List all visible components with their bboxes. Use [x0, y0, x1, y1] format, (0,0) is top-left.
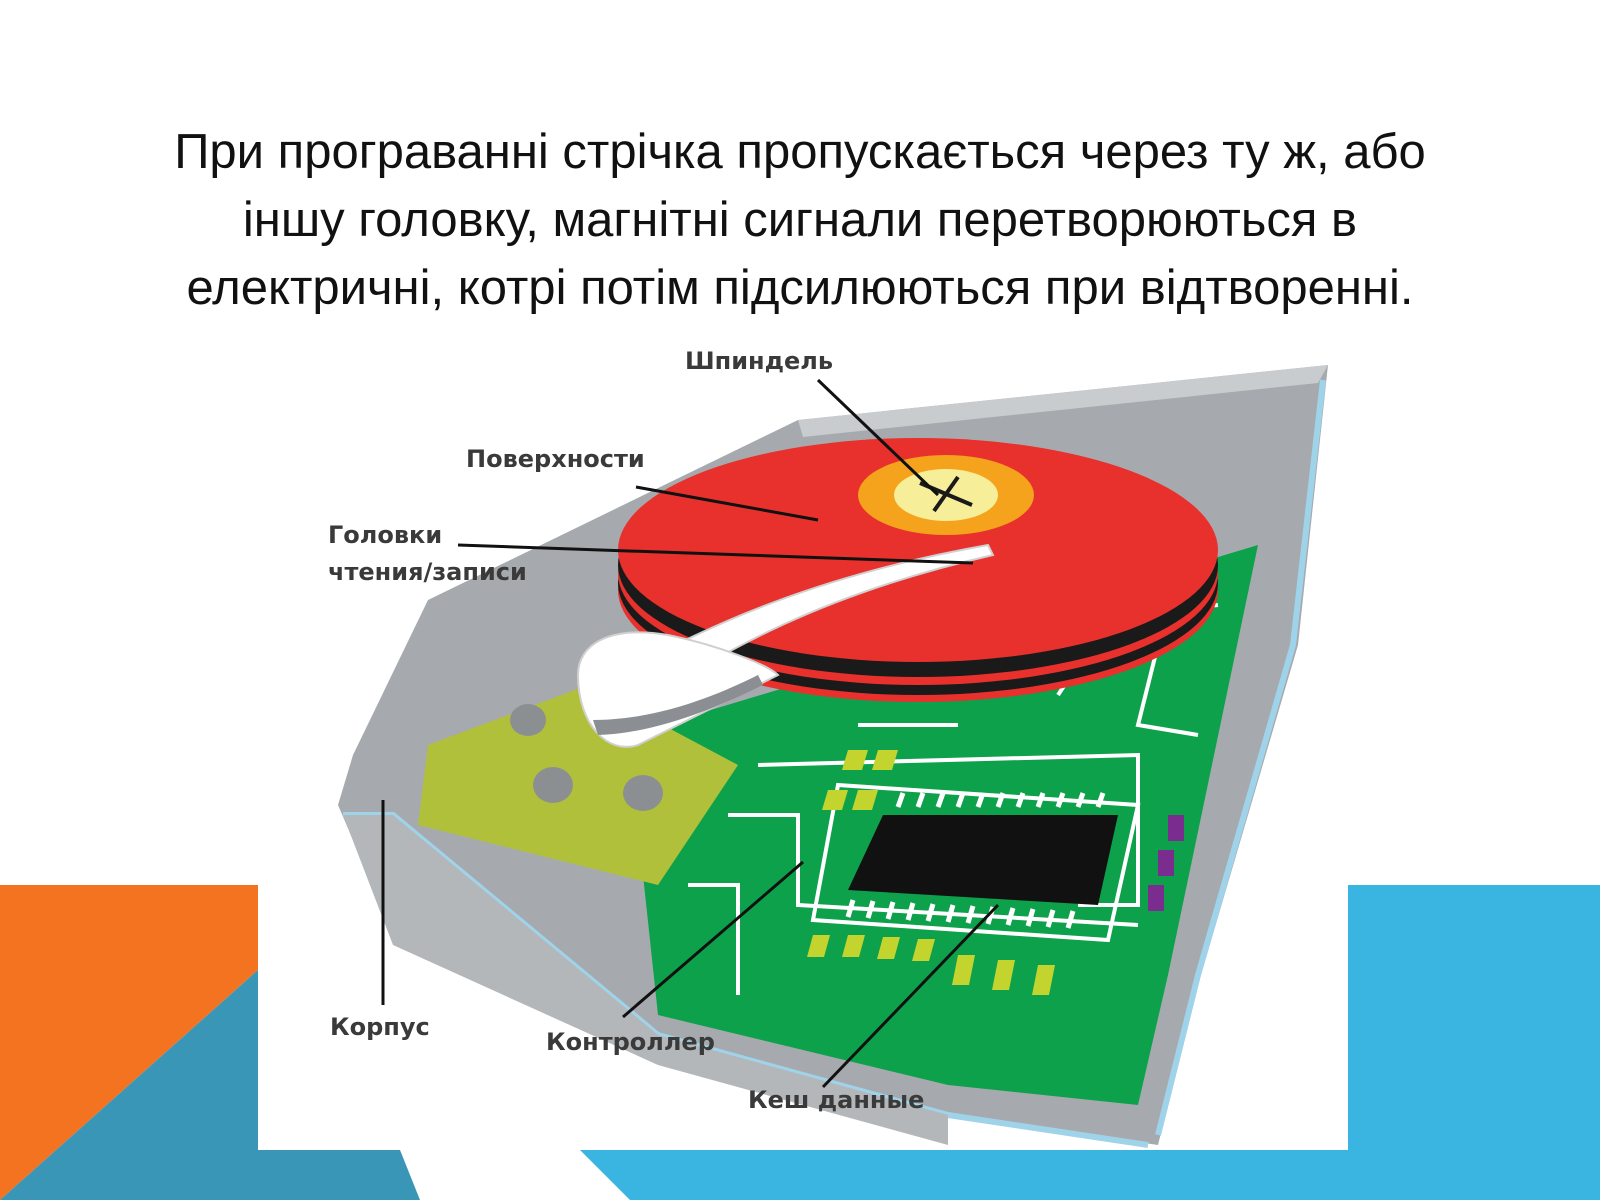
heads-leader: [457, 543, 974, 565]
purple-pads: [1148, 815, 1184, 911]
controller-leader: [622, 860, 804, 1019]
case-top-edge: [798, 365, 1328, 437]
orange-corner-shape: [0, 885, 258, 1200]
cache-leader: [821, 903, 1000, 1089]
blue-right-block: [1348, 885, 1600, 1200]
blue-band-shape: [580, 1150, 1600, 1200]
controller-label: Контроллер: [546, 1028, 715, 1056]
cache-pads: [807, 750, 1055, 995]
surfaces-leader: [635, 485, 819, 522]
spindle-label: Шпиндель: [685, 347, 833, 375]
plate-screws: [510, 704, 663, 811]
heads-label-line2: чтения/записи: [328, 558, 527, 586]
leader-lines: [381, 378, 1000, 1089]
case-right-seam: [1155, 379, 1326, 1136]
case-label: Корпус: [330, 1013, 430, 1041]
heads-label-line1: Головки: [328, 521, 442, 549]
text-line-3: електричні, котрі потім підсилюються при…: [186, 261, 1414, 315]
dark-blue-corner-shape: [0, 970, 420, 1200]
hard-drive-diagram: Шпиндель Поверхности Головки чтения/запи…: [258, 345, 1348, 1150]
chip-pins: [845, 792, 1106, 929]
hard-drive-illustration: Шпиндель Поверхности Головки чтения/запи…: [328, 347, 1328, 1148]
text-line-1: При програванні стрічка пропускається че…: [174, 125, 1426, 179]
controller-chip: [848, 815, 1118, 905]
slide-body-text: При програванні стрічка пропускається че…: [60, 118, 1540, 322]
head-arm-shadow: [593, 675, 763, 735]
text-line-2: іншу головку, магнітні сигнали перетворю…: [242, 193, 1358, 247]
surfaces-label: Поверхности: [466, 445, 645, 473]
cache-label: Кеш данные: [748, 1086, 924, 1114]
case-front-face: [343, 815, 948, 1145]
spindle-leader: [816, 378, 940, 497]
chip-outline: [810, 782, 1141, 943]
